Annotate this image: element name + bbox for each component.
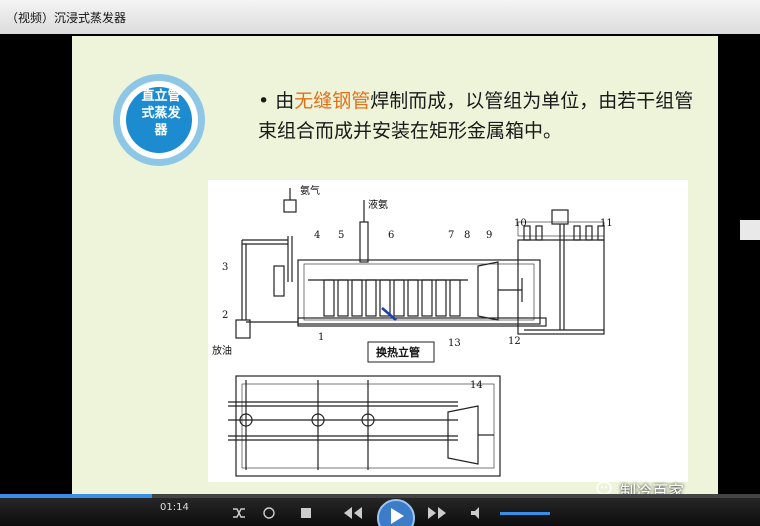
label-oil-drain-1: 放油: [212, 344, 232, 357]
label-n5: 5: [338, 230, 344, 241]
volume-icon[interactable]: [470, 506, 486, 520]
label-n6: 6: [388, 230, 394, 241]
label-n4: 4: [314, 230, 320, 241]
bullet-icon: •: [258, 90, 276, 112]
slide-logo-text: 直立管 式蒸发 器: [141, 89, 181, 138]
slide-bullet-text: • 由无缝钢管焊制而成，以管组为单位，由若干组管束组合而成并安装在矩形金属箱中。: [258, 90, 694, 142]
label-n1: 1: [318, 332, 324, 343]
fast-forward-icon[interactable]: [426, 506, 448, 520]
label-n2: 2: [222, 310, 228, 321]
stop-icon[interactable]: [300, 507, 312, 519]
label-n11: 11: [600, 218, 613, 229]
label-n8: 8: [464, 230, 470, 241]
label-liquid-ammonia: 液氨: [368, 198, 388, 211]
window-title: （视频）沉浸式蒸发器: [6, 11, 127, 25]
repeat-icon[interactable]: [262, 506, 276, 520]
progress-fill: [0, 494, 152, 498]
label-n14: 14: [470, 380, 483, 391]
label-n13: 13: [448, 338, 461, 349]
slide: 直立管 式蒸发 器 • 由无缝钢管焊制而成，以管组为单位，由若干组管束组合而成并…: [72, 36, 718, 494]
play-icon[interactable]: [376, 498, 416, 526]
label-n7: 7: [448, 230, 454, 241]
label-n9: 9: [486, 230, 492, 241]
label-ammonia-gas: 氨气: [300, 184, 320, 197]
label-n12: 12: [508, 336, 521, 347]
side-panel-toggle[interactable]: [740, 220, 760, 240]
window-titlebar: （视频）沉浸式蒸发器: [0, 0, 760, 35]
elapsed-time: 01:14: [160, 502, 189, 513]
shuffle-icon[interactable]: [232, 506, 246, 520]
progress-bar[interactable]: [0, 494, 760, 498]
evaporator-diagram: 氨气 液氨 放油 换热立管 1 2 3 4 5 6 7 8 9 10 11 12…: [208, 180, 688, 482]
volume-slider[interactable]: [500, 512, 550, 515]
label-n10: 10: [514, 218, 527, 229]
rewind-icon[interactable]: [342, 506, 364, 520]
slide-logo-badge: [113, 74, 205, 166]
label-tube: 换热立管: [376, 345, 420, 359]
label-n3: 3: [222, 262, 228, 273]
